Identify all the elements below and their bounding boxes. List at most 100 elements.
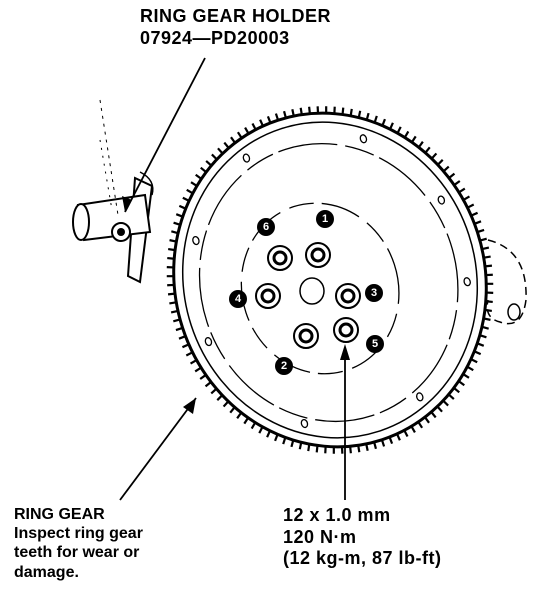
bolt-sequence-3: 3 xyxy=(365,284,383,302)
gear-tooth xyxy=(217,147,224,155)
gear-tooth xyxy=(484,308,493,313)
gear-tooth xyxy=(243,417,250,425)
gear-tooth xyxy=(222,400,230,408)
gear-tooth xyxy=(244,127,250,135)
gear-tooth xyxy=(230,136,236,144)
rim-hole xyxy=(437,195,446,205)
gear-tooth xyxy=(315,445,319,453)
gear-tooth xyxy=(205,160,213,167)
gear-tooth xyxy=(167,283,175,287)
leader-holder-arrow xyxy=(122,196,132,212)
gear-tooth xyxy=(473,350,482,356)
gear-tooth xyxy=(325,106,328,114)
gear-tooth xyxy=(308,106,311,114)
gear-tooth xyxy=(483,317,491,321)
gear-tooth xyxy=(396,126,402,134)
gear-tooth xyxy=(282,110,287,119)
gear-tooth xyxy=(258,426,264,434)
center-pilot-hole xyxy=(299,277,325,305)
gear-tooth xyxy=(166,275,174,278)
rim-holes xyxy=(192,134,471,429)
gear-tooth xyxy=(324,446,327,454)
gear-tooth xyxy=(298,442,303,450)
gear-tooth xyxy=(173,318,181,323)
ring-gear-teeth xyxy=(166,106,494,454)
gear-tooth xyxy=(170,309,179,314)
torque-bolt-size: 12 x 1.0 mm xyxy=(283,505,391,525)
gear-tooth xyxy=(166,265,174,269)
crankshaft-flange-outline xyxy=(486,239,527,325)
gear-tooth xyxy=(251,122,257,131)
rim-hole xyxy=(204,337,213,347)
bolt-sequence-4: 4 xyxy=(229,290,247,308)
gear-tooth xyxy=(178,204,187,210)
gear-tooth xyxy=(357,445,361,453)
ring-gear-note-line-1: Inspect ring gear xyxy=(14,525,143,543)
gear-tooth xyxy=(481,325,489,330)
gear-tooth xyxy=(259,119,264,127)
gear-tooth xyxy=(178,335,186,340)
gear-tooth xyxy=(403,429,409,438)
gear-tooth xyxy=(447,393,455,400)
flywheel-bolts xyxy=(255,242,361,349)
gear-tooth xyxy=(357,110,362,118)
gear-tooth xyxy=(274,113,280,121)
gear-tooth xyxy=(436,405,443,413)
holder-title: RING GEAR HOLDER xyxy=(140,6,332,26)
gear-tooth xyxy=(410,135,417,143)
gear-tooth xyxy=(307,443,311,452)
gear-tooth xyxy=(167,247,176,252)
gear-tooth xyxy=(199,374,207,380)
gear-tooth xyxy=(466,365,474,372)
gear-tooth xyxy=(210,387,218,395)
gear-tooth xyxy=(476,342,485,347)
bolt-washer xyxy=(310,247,326,263)
leader-holder xyxy=(124,57,206,213)
rim-hole xyxy=(192,235,200,246)
torque-spec-label: 12 x 1.0 mm 120 N·m (12 kg-m, 87 lb-ft) xyxy=(283,505,442,570)
gear-tooth xyxy=(381,118,386,127)
bolt-sequence-5: 5 xyxy=(366,335,384,353)
gear-tooth xyxy=(167,256,175,260)
gear-tooth xyxy=(185,351,194,357)
gear-tooth xyxy=(204,381,212,388)
gear-tooth xyxy=(189,359,198,365)
gear-tooth xyxy=(373,115,378,123)
gear-tooth xyxy=(479,237,487,242)
gear-tooth xyxy=(462,195,471,201)
rim-hole xyxy=(300,418,309,429)
rim-hole xyxy=(463,277,471,287)
gear-tooth xyxy=(282,437,287,445)
torque-value-imperial: (12 kg-m, 87 lb-ft) xyxy=(283,548,442,569)
bolt-sequence-1: 1 xyxy=(316,210,334,228)
gear-tooth xyxy=(474,220,482,225)
gear-tooth xyxy=(485,273,493,277)
gear-tooth xyxy=(458,380,465,387)
gear-tooth xyxy=(442,165,450,173)
gear-tooth xyxy=(458,187,466,194)
gear-tooth xyxy=(388,436,394,444)
leader-ring-gear xyxy=(119,397,197,501)
gear-tooth xyxy=(223,141,230,149)
gear-tooth xyxy=(291,109,295,117)
gear-tooth xyxy=(470,358,478,364)
gear-tooth xyxy=(389,122,394,130)
gear-tooth xyxy=(424,146,431,154)
bolt-washer xyxy=(338,322,354,338)
gear-tooth xyxy=(211,153,218,161)
gear-tooth xyxy=(236,412,243,419)
gear-tooth xyxy=(181,343,190,349)
gear-tooth xyxy=(380,439,386,447)
gear-tooth xyxy=(182,196,190,202)
bolt-sequence-2: 2 xyxy=(275,357,293,375)
gear-tooth xyxy=(236,131,243,139)
rim-hole xyxy=(359,134,368,144)
gear-tooth xyxy=(333,106,336,114)
gear-tooth xyxy=(171,230,179,235)
gear-tooth xyxy=(417,421,424,429)
ring-gear-note-line-3: damage. xyxy=(14,563,79,581)
ring-gear-inner-edge xyxy=(181,121,479,439)
gear-tooth xyxy=(190,181,198,187)
gear-tooth xyxy=(216,394,224,401)
